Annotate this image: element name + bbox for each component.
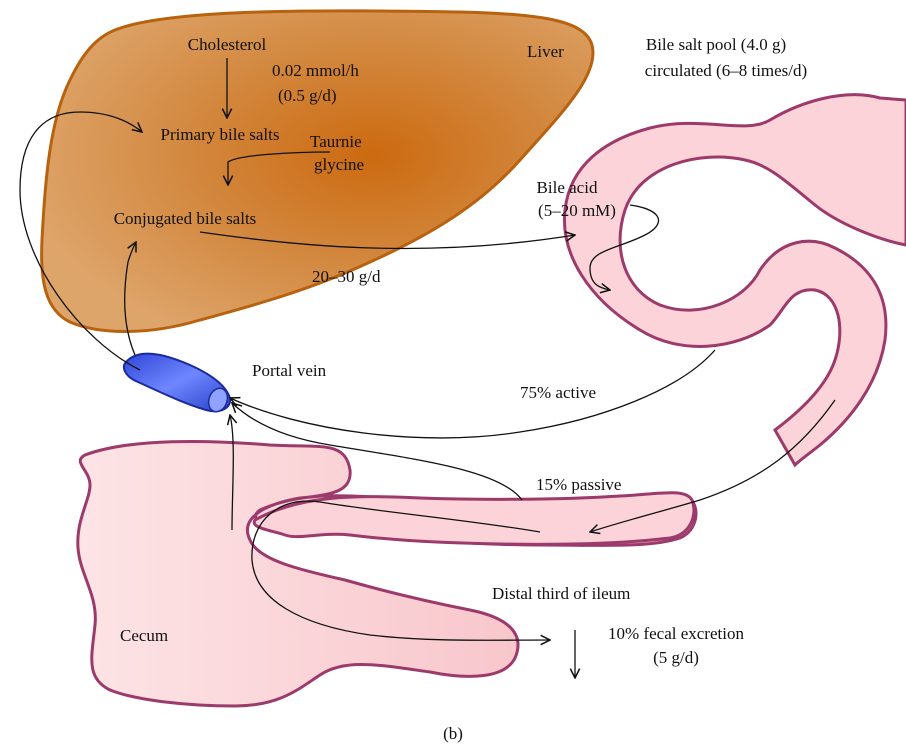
fecal-rate-label: (5 g/d) xyxy=(653,648,699,667)
bile-acid-label: Bile acid xyxy=(537,178,598,197)
bile-acid-concentration-label: (5–20 mM) xyxy=(538,201,616,220)
portal-vein-label: Portal vein xyxy=(252,361,327,380)
conjugated-bile-salts-label: Conjugated bile salts xyxy=(114,209,257,228)
fecal-excretion-label: 10% fecal excretion xyxy=(608,624,744,643)
glycine-label: glycine xyxy=(314,155,364,174)
pool-label-line2: circulated (6–8 times/d) xyxy=(645,61,807,80)
panel-label: (b) xyxy=(443,724,463,743)
taurine-label: Taurnie xyxy=(310,132,362,151)
passive-label: 15% passive xyxy=(536,475,621,494)
pool-label-line1: Bile salt pool (4.0 g) xyxy=(646,35,786,54)
primary-bile-salts-label: Primary bile salts xyxy=(161,125,280,144)
upper-intestine-shape xyxy=(564,95,906,465)
secretion-rate-label: 20–30 g/d xyxy=(312,267,381,286)
liver-label: Liver xyxy=(527,42,564,61)
ileum-tube-shape xyxy=(254,493,694,545)
rate-g-label: (0.5 g/d) xyxy=(278,86,337,105)
portal-vein-shape xyxy=(124,354,231,415)
rate-mmol-label: 0.02 mmol/h xyxy=(272,61,359,80)
distal-ileum-label: Distal third of ileum xyxy=(492,584,630,603)
cholesterol-label: Cholesterol xyxy=(188,35,267,54)
cecum-label: Cecum xyxy=(120,626,168,645)
active-label: 75% active xyxy=(520,383,596,402)
